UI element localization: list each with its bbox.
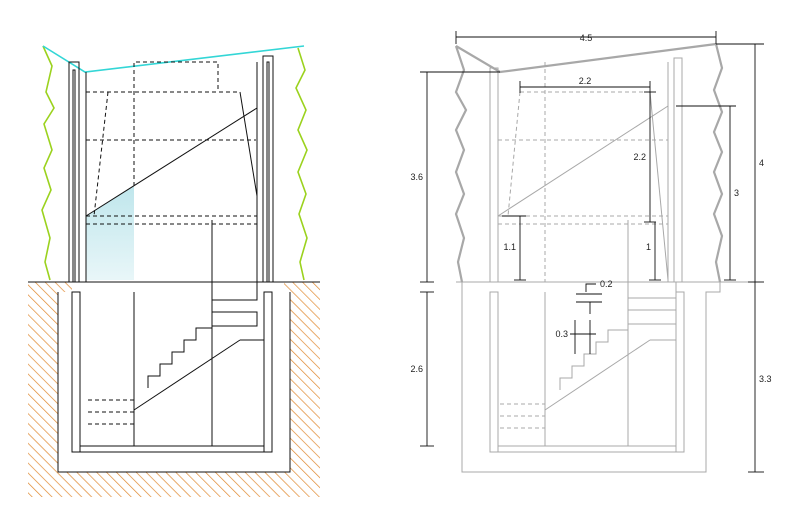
dim-label-inner-height: 3 xyxy=(734,188,739,198)
dim-label-step-riser: 0.3 xyxy=(555,329,568,339)
terrain-outline-left xyxy=(454,45,468,283)
stair-lower xyxy=(147,327,212,388)
stringer-grey xyxy=(544,339,651,411)
basement-outline xyxy=(57,292,291,473)
diagonal-grey xyxy=(649,91,669,281)
dim-label-lower-right: 1 xyxy=(646,242,651,252)
basement-left-wall xyxy=(71,291,81,453)
stair-stringer xyxy=(133,339,241,411)
stair-upper xyxy=(211,281,258,327)
dim-label-upper-width: 2.2 xyxy=(579,76,592,86)
dim-label-right-above: 4 xyxy=(759,158,764,168)
dim-label-upper-height: 2.2 xyxy=(633,152,646,162)
dim-label-lower-left: 1.1 xyxy=(503,242,516,252)
right-wall xyxy=(262,55,274,283)
diagonal-grey xyxy=(497,105,669,217)
left-wall xyxy=(68,61,80,283)
dim-label-step-gap: 0.2 xyxy=(600,279,613,289)
dim-label-overall-width: 4.5 xyxy=(580,33,593,43)
volume-grey-dashed xyxy=(507,91,521,217)
left-wall-inner xyxy=(72,69,76,283)
diagonal-line xyxy=(239,91,258,197)
terrain-outline-right xyxy=(712,43,724,283)
dim-label-below-right: 3.3 xyxy=(759,374,772,384)
upper-volume-dashed xyxy=(133,61,219,186)
terrain-line-right xyxy=(295,47,308,281)
soil-hatch xyxy=(28,282,320,497)
dim-label-below-left: 2.6 xyxy=(410,364,423,374)
dim-step-gap-leader xyxy=(585,283,596,292)
basement-wall-grey xyxy=(489,291,499,453)
stair-grey xyxy=(559,329,628,390)
dim-label-left-above: 3.6 xyxy=(410,172,423,182)
basement-wall-grey xyxy=(675,291,685,453)
roof-line xyxy=(42,45,305,73)
wall-grey xyxy=(489,67,499,283)
left-section xyxy=(28,45,320,497)
wall-grey xyxy=(673,57,683,283)
terrain-line-left xyxy=(41,45,55,281)
upper-volume-dashed xyxy=(93,91,109,217)
basement-grey xyxy=(461,282,721,473)
basement-right-wall xyxy=(263,291,273,453)
right-wall-inner xyxy=(266,61,270,283)
right-section: 4.5 2.2 2.2 1 3.6 1.1 3 4 xyxy=(410,31,772,473)
diagonal-line xyxy=(85,107,258,217)
stair-grey xyxy=(627,281,677,325)
glass-panel xyxy=(86,186,134,280)
